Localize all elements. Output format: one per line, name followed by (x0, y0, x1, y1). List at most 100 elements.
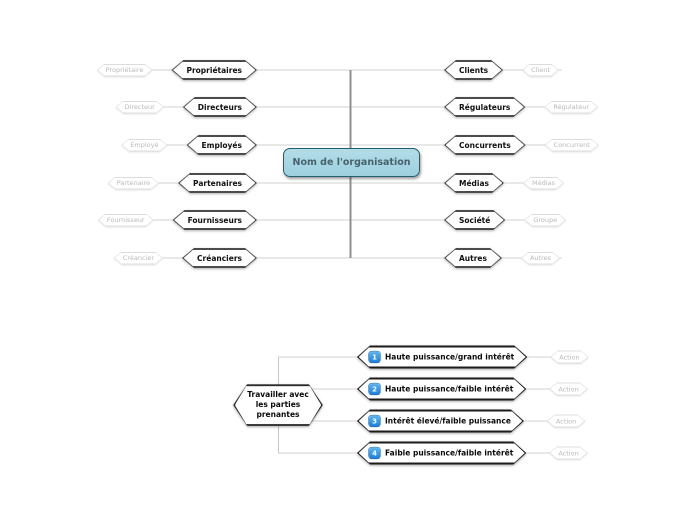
sub-node-label: Concurrent (553, 141, 590, 149)
stakeholder-branch-right: Clients Client (444, 60, 559, 80)
engagement-branch: 3 Intérêt élevé/faible puissance Action (357, 410, 585, 433)
stakeholder-main-node[interactable]: Fournisseurs (173, 210, 257, 230)
connector-gap (163, 258, 182, 259)
connector-gap (154, 220, 173, 221)
stakeholder-sub-node[interactable]: Régulateur (544, 101, 598, 114)
main-node-label: Médias (459, 178, 490, 188)
main-node-label: Autres (459, 253, 487, 263)
action-sub-node[interactable]: Action (549, 383, 587, 396)
stakeholder-main-node[interactable]: Concurrents (444, 135, 526, 155)
connector-gap (527, 357, 550, 358)
action-node-label: Action (558, 385, 579, 393)
engagement-child-node[interactable]: 4 Faible puissance/faible intérêt (357, 442, 526, 465)
stakeholder-sub-node[interactable]: Médias (523, 177, 564, 190)
stakeholder-sub-node[interactable]: Directeur (116, 101, 164, 114)
sub-node-label: Autres (529, 254, 552, 262)
stakeholder-sub-node[interactable]: Créancier (114, 252, 163, 265)
connector-gap (505, 220, 524, 221)
stakeholder-branch-right: Société Groupe (444, 210, 566, 230)
action-node-label: Action (558, 449, 579, 457)
connector-gap (503, 70, 522, 71)
stakeholder-sub-node[interactable]: Propriétaire (97, 64, 153, 77)
engagement-child-node[interactable]: 2 Haute puissance/faible intérêt (357, 378, 526, 401)
engagement-branch: 1 Haute puissance/grand intérêt Action (357, 346, 589, 369)
child-node-label: Haute puissance/faible intérêt (385, 384, 514, 394)
connector-gap (504, 183, 523, 184)
stakeholder-main-node[interactable]: Propriétaires (171, 60, 257, 80)
main-node-label: Créanciers (197, 253, 242, 263)
main-node-label: Fournisseurs (187, 215, 242, 225)
sub-node-label: Directeur (124, 103, 155, 111)
connector-gap (164, 107, 183, 108)
stakeholder-sub-node[interactable]: Fournisseur (98, 214, 154, 227)
engagement-child-node[interactable]: 1 Haute puissance/grand intérêt (357, 346, 527, 369)
sub-node-label: Créancier (122, 254, 155, 262)
sub-node-label: Fournisseur (106, 216, 145, 224)
stakeholder-sub-node[interactable]: Employé (121, 139, 167, 152)
action-sub-node[interactable]: Action (549, 447, 587, 460)
engagement-parent-label-line: les parties (255, 400, 301, 410)
sub-node-label: Client (531, 66, 550, 74)
stakeholder-branch-right: Médias Médias (444, 173, 564, 193)
connector-gap (152, 70, 171, 71)
stakeholder-main-node[interactable]: Régulateurs (444, 97, 525, 117)
connector-gap (159, 183, 178, 184)
main-node-label: Régulateurs (459, 102, 511, 112)
sub-node-label: Médias (532, 179, 555, 187)
child-node-label: Intérêt élevé/faible puissance (385, 416, 511, 426)
stakeholder-branch-right: Concurrents Concurrent (444, 135, 599, 155)
engagement-child-node[interactable]: 3 Intérêt élevé/faible puissance (357, 410, 524, 433)
engagement-branch: 4 Faible puissance/faible intérêt Action (357, 442, 588, 465)
connector-gap (502, 258, 521, 259)
stakeholder-main-node[interactable]: Médias (444, 173, 504, 193)
stakeholder-sub-node[interactable]: Autres (521, 252, 560, 265)
child-node-label: Faible puissance/faible intérêt (385, 448, 514, 458)
stakeholder-sub-node[interactable]: Concurrent (545, 139, 599, 152)
stakeholder-main-node[interactable]: Partenaires (178, 173, 257, 193)
stakeholder-main-node[interactable]: Employés (187, 135, 257, 155)
connector-gap (526, 453, 549, 454)
main-node-label: Employés (201, 140, 242, 150)
stakeholder-branch-left: Employé Employés (121, 135, 257, 155)
connector-gap (168, 145, 187, 146)
stakeholder-main-node[interactable]: Clients (444, 60, 503, 80)
stakeholder-sub-node[interactable]: Client (522, 64, 559, 77)
stakeholder-branch-right: Autres Autres (444, 248, 560, 268)
action-node-label: Action (555, 417, 577, 425)
sub-node-label: Employé (130, 141, 159, 149)
sub-node-label: Groupe (533, 216, 558, 224)
main-node-label: Clients (459, 65, 489, 75)
child-node-label: Haute puissance/grand intérêt (385, 352, 515, 362)
engagement-parent-label-line: prenantes (256, 409, 300, 419)
main-node-label: Société (459, 215, 491, 225)
stakeholder-sub-node[interactable]: Partenaire (108, 177, 159, 190)
stakeholder-branch-left: Créancier Créanciers (114, 248, 257, 268)
priority-number-badge: 2 (369, 383, 380, 395)
action-sub-node[interactable]: Action (550, 351, 588, 364)
sub-node-label: Partenaire (116, 179, 151, 187)
connector-gap (526, 145, 545, 146)
stakeholder-main-node[interactable]: Créanciers (182, 248, 257, 268)
priority-number-badge: 1 (369, 351, 380, 363)
main-node-label: Directeurs (197, 102, 242, 112)
priority-number-badge: 4 (369, 447, 380, 459)
action-node-label: Action (559, 353, 580, 361)
stakeholder-main-node[interactable]: Société (444, 210, 505, 230)
sub-node-label: Propriétaire (105, 66, 144, 74)
central-topic-label: Nom de l'organisation (292, 157, 411, 168)
connector-gap (525, 107, 544, 108)
connector-gap (526, 389, 549, 390)
stakeholder-sub-node[interactable]: Groupe (524, 214, 566, 227)
connector-gap (524, 421, 547, 422)
stakeholder-main-node[interactable]: Autres (444, 248, 502, 268)
main-node-label: Propriétaires (186, 65, 242, 75)
stakeholder-branch-left: Partenaire Partenaires (108, 173, 257, 193)
stakeholder-branch-left: Directeur Directeurs (116, 97, 257, 117)
central-topic-node[interactable]: Nom de l'organisation (283, 148, 420, 177)
stakeholder-main-node[interactable]: Directeurs (183, 97, 257, 117)
stakeholder-branch-left: Propriétaire Propriétaires (97, 60, 257, 80)
action-sub-node[interactable]: Action (547, 415, 585, 428)
main-node-label: Concurrents (459, 140, 511, 150)
